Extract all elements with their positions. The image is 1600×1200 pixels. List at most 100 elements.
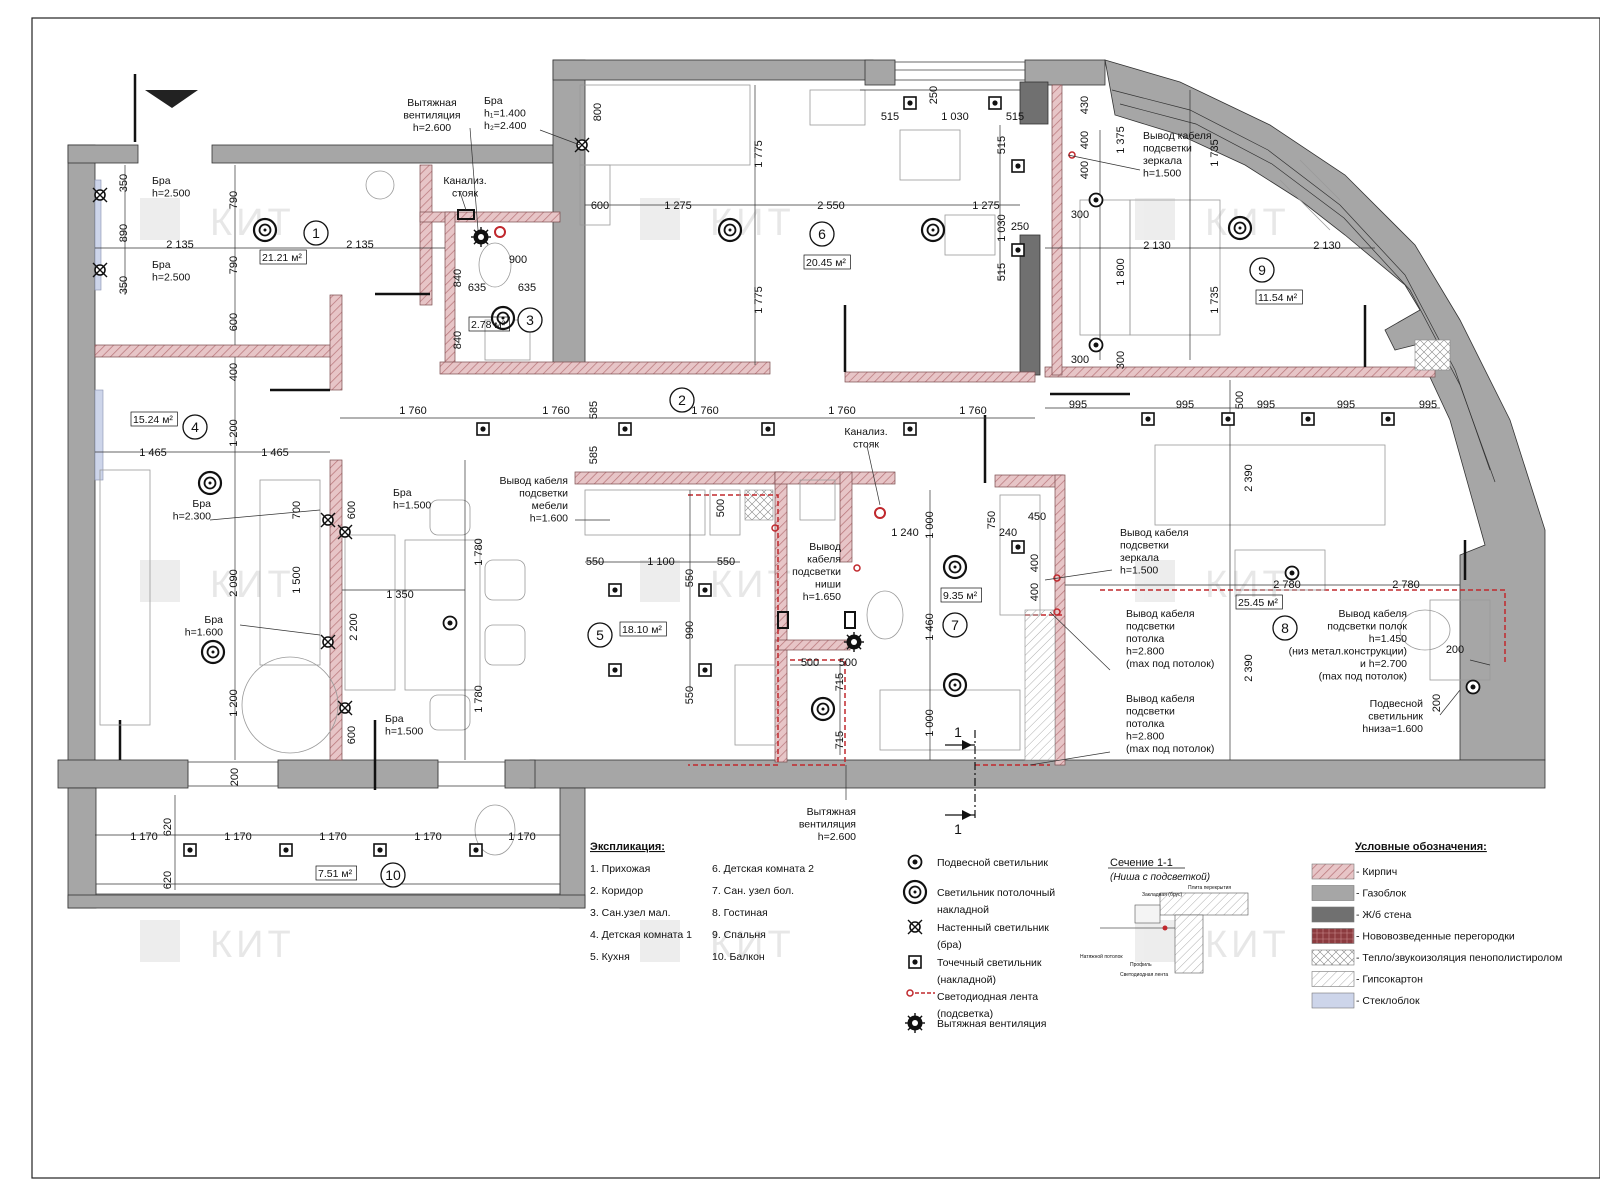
annotation-line: Канализ.: [844, 426, 887, 438]
dimension-label: 400: [1029, 583, 1041, 601]
ceiling-light-icon: [942, 554, 968, 580]
windows: [95, 61, 1026, 895]
room-area: 9.35 м²: [943, 590, 978, 602]
led-dot-icon: [1162, 925, 1168, 931]
dimension-label: 1 275: [664, 200, 692, 212]
dimension-label: 550: [684, 686, 696, 704]
room-area: 25.45 м²: [1238, 597, 1278, 609]
spot-light-icon: [608, 583, 622, 597]
door-lines: [118, 292, 1467, 790]
annotation-line: h₂=2.400: [484, 120, 526, 132]
dimension-label: 500: [839, 657, 857, 669]
dimension-label: 1 760: [691, 405, 719, 417]
annotation-line: мебели: [532, 500, 568, 512]
dimension-label: 430: [1079, 96, 1091, 114]
watermark-logo: КИТ: [140, 560, 291, 606]
light-legend-item: Вытяжная вентиляция: [905, 1013, 1046, 1033]
room-area-box: [803, 254, 851, 270]
light-legend-item: Подвесной светильник: [907, 854, 1048, 870]
dimension-label: 1 735: [1209, 139, 1221, 167]
leader-lines: [209, 127, 1491, 800]
dimension-label: 585: [588, 401, 600, 419]
dimension-label: 600: [228, 313, 240, 331]
dimension-label: 2 390: [1243, 464, 1255, 492]
dimension-label: 2 200: [348, 613, 360, 641]
annotation-line: h=1.600: [185, 627, 223, 639]
room-number-circle: [380, 862, 406, 888]
explication-item: 5. Кухня: [590, 951, 630, 963]
annotation-line: кабеля: [807, 554, 841, 566]
ceiling-light-icon: [197, 470, 223, 496]
annotation-line: подсветки: [1143, 143, 1192, 155]
symbol-label: - Стеклоблок: [1356, 995, 1420, 1007]
annotation-line: h=2.600: [818, 831, 856, 843]
room-number-circle: [942, 612, 968, 638]
light-legend-label: Настенный светильник: [937, 922, 1049, 934]
dimension-label: 1 460: [924, 613, 936, 641]
watermark-logo: КИТ: [1135, 198, 1286, 244]
spot-light-icon: [1381, 412, 1395, 426]
dimension-label: 995: [1257, 399, 1275, 411]
annotation-line: Вытяжная: [407, 97, 456, 109]
explication-title: Экспликация:: [590, 841, 665, 853]
annotation-line: потолка: [1126, 633, 1165, 645]
annotation-line: подсветки: [1120, 540, 1169, 552]
cable-outlet-icon: [1053, 608, 1061, 616]
pendant-light-icon: [1465, 679, 1481, 695]
watermark-logo: КИТ: [1135, 920, 1286, 966]
light-fixtures: [92, 96, 1481, 857]
exhaust-vent-icon: [905, 1013, 925, 1033]
dimension-label: 250: [1011, 221, 1029, 233]
annotation-line: Бра: [385, 713, 404, 725]
pendant-light-icon: [1088, 337, 1104, 353]
dimension-label: 200: [1431, 694, 1443, 712]
explication-item: 9. Спальня: [712, 929, 766, 941]
dimension-label: 800: [592, 103, 604, 121]
dimension-label: 2 130: [1313, 240, 1341, 252]
dimension-label: 890: [118, 224, 130, 242]
room-8: 825.45 м²: [1235, 594, 1298, 641]
dimension-label: 250: [928, 86, 940, 104]
room-number-circle: [1272, 615, 1298, 641]
symbols-legend-title: Условные обозначения:: [1355, 841, 1487, 853]
light-legend-label: Вытяжная вентиляция: [937, 1018, 1046, 1030]
annotation-line: зеркала: [1120, 552, 1159, 564]
section-label: Светодиодная лента: [1120, 972, 1168, 978]
dimension-label: 840: [452, 269, 464, 287]
watermark-text: КИТ: [210, 202, 295, 244]
spot-light-icon: [373, 843, 387, 857]
symbol-swatch: [1311, 992, 1355, 1009]
annotation-line: Бра: [393, 487, 412, 499]
symbol-label: - Тепло/звукоизоляция пенополистиролом: [1356, 952, 1562, 964]
room-area: 11.54 м²: [1258, 292, 1298, 304]
spot-light-icon: [903, 96, 917, 110]
dimension-label: 300: [1115, 351, 1127, 369]
annotation-line: h=1.600: [530, 513, 568, 525]
dimension-label: 450: [1028, 511, 1046, 523]
light-legend-label: (подсветка): [937, 1008, 993, 1020]
dimension-label: 550: [717, 556, 735, 568]
dimension-label: 350: [118, 276, 130, 294]
wall-sconce-icon: [320, 512, 336, 528]
dimension-label: 1 500: [291, 566, 303, 594]
ceiling-light-icon: [902, 879, 928, 905]
dimension-label: 2 550: [817, 200, 845, 212]
light-legend-label: (накладной): [937, 974, 996, 986]
cable-outlet-icon: [1068, 151, 1076, 159]
spot-light-icon: [988, 96, 1002, 110]
room-area-box: [130, 411, 178, 427]
dimension-label: 1 200: [228, 689, 240, 717]
symbol-swatch: [1311, 928, 1355, 944]
dimension-label: 400: [1029, 554, 1041, 572]
dimension-label: 715: [834, 673, 846, 691]
annotation-line: Канализ.: [443, 175, 486, 187]
annotation-line: подсветки: [1126, 621, 1175, 633]
dimension-label: 2 090: [228, 569, 240, 597]
